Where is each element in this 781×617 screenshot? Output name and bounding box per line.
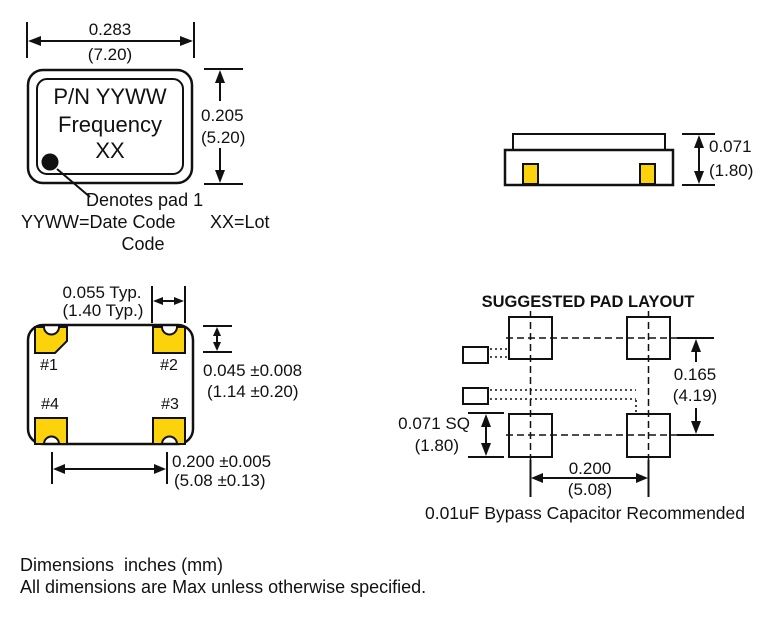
- height-dim-mm: (5.20): [201, 128, 245, 147]
- horizontal-pitch-dim-mm: (5.08): [568, 480, 612, 499]
- pad-4-label: #4: [41, 396, 59, 413]
- pad-pitch-dim-inches: 0.200 ±0.005: [172, 452, 271, 471]
- leader-line: [56, 168, 91, 198]
- pad-1: [34, 326, 68, 354]
- arrowhead-left-icon: [28, 36, 41, 46]
- vertical-pitch-dim-mm: (4.19): [673, 386, 717, 405]
- pad-width-dim-mm: (1.40 Typ.): [63, 301, 144, 320]
- land-pad-bottom-left: [508, 413, 553, 458]
- capacitor-pad-upper: [462, 346, 489, 364]
- pad-width-dim-inches: 0.055 Typ.: [62, 283, 141, 302]
- arrowhead-up-icon: [691, 339, 701, 352]
- marking-line3: XX: [95, 138, 125, 163]
- marking-line1: P/N YYWW: [53, 84, 167, 109]
- package-outline-inner: [36, 78, 184, 175]
- pad-size-dim-mm: (1.80): [415, 436, 459, 455]
- arrowhead-down-icon: [691, 421, 701, 434]
- horizontal-pitch-dim-inches: 0.200: [569, 459, 612, 478]
- arrowhead-left-icon: [531, 473, 543, 483]
- pad1-note: Denotes pad 1: [86, 190, 203, 210]
- arrowhead-down-icon: [694, 171, 704, 184]
- pad-3: [152, 417, 186, 445]
- arrowhead-down-icon: [215, 170, 225, 183]
- package-outline-outer: [26, 68, 194, 185]
- bottom-view-figure: 0.055 Typ. (1.40 Typ.) #1 #2 #4 #3 0.045…: [26, 283, 302, 490]
- package-outline: [26, 323, 195, 446]
- pad-4: [34, 417, 68, 445]
- note-units: Dimensions inches (mm): [20, 555, 224, 575]
- package-lid: [512, 133, 666, 151]
- legend-date-code: YYWW=Date Code: [21, 212, 176, 232]
- arrowhead-left-icon: [153, 297, 163, 305]
- height-dim-inches: 0.205: [201, 106, 244, 125]
- arrowhead-right-icon: [636, 473, 648, 483]
- pad-layout-title: SUGGESTED PAD LAYOUT: [482, 293, 695, 311]
- arrowhead-down-icon: [213, 342, 221, 351]
- pad-height-dim-inches: 0.045 ±0.008: [203, 361, 302, 380]
- vertical-pitch-dim-inches: 0.165: [674, 365, 717, 384]
- arrowhead-up-icon: [213, 327, 221, 336]
- land-pad-bottom-right: [626, 413, 671, 458]
- arrowhead-left-icon: [53, 464, 65, 474]
- land-pad-top-right: [626, 316, 671, 360]
- pad-3-label: #3: [161, 396, 179, 413]
- marking-line2: Frequency: [58, 112, 162, 137]
- pad-height-dim-mm: (1.14 ±0.20): [207, 382, 299, 401]
- pad-2-label: #2: [160, 357, 178, 374]
- pad-1-label: #1: [40, 357, 58, 374]
- land-pad-top-left: [508, 316, 553, 360]
- arrowhead-right-icon: [174, 297, 184, 305]
- legend-lot-code: XX=Lot: [210, 212, 270, 232]
- side-view-figure: 0.071 (1.80): [503, 133, 753, 187]
- width-dim-mm: (7.20): [88, 45, 132, 64]
- pad-size-dim-inches: 0.071 SQ: [398, 414, 470, 433]
- thickness-dim-inches: 0.071: [709, 137, 752, 156]
- arrowhead-right-icon: [154, 464, 166, 474]
- legend-code-cont: Code: [121, 234, 164, 254]
- pad-pitch-dim-mm: (5.08 ±0.13): [174, 471, 266, 490]
- arrowhead-down-icon: [481, 443, 491, 456]
- side-pad-right: [639, 163, 656, 185]
- package-base: [503, 148, 675, 187]
- arrowhead-up-icon: [481, 414, 491, 427]
- capacitor-pad-lower: [462, 387, 489, 405]
- pad-layout-figure: SUGGESTED PAD LAYOUT 0.165 (4.19): [398, 293, 745, 523]
- side-pad-left: [522, 163, 539, 185]
- width-dim-inches: 0.283: [89, 20, 132, 39]
- note-max-dimensions: All dimensions are Max unless otherwise …: [20, 577, 427, 597]
- bypass-capacitor-caption: 0.01uF Bypass Capacitor Recommended: [425, 503, 745, 523]
- arrowhead-up-icon: [694, 135, 704, 148]
- thickness-dim-mm: (1.80): [709, 161, 753, 180]
- pad-2: [152, 326, 186, 354]
- pad1-dot-icon: [41, 153, 59, 171]
- arrowhead-up-icon: [215, 70, 225, 83]
- top-view-figure: 0.283 (7.20) P/N YYWW Frequency XX 0.205…: [21, 20, 270, 254]
- arrowhead-right-icon: [180, 36, 193, 46]
